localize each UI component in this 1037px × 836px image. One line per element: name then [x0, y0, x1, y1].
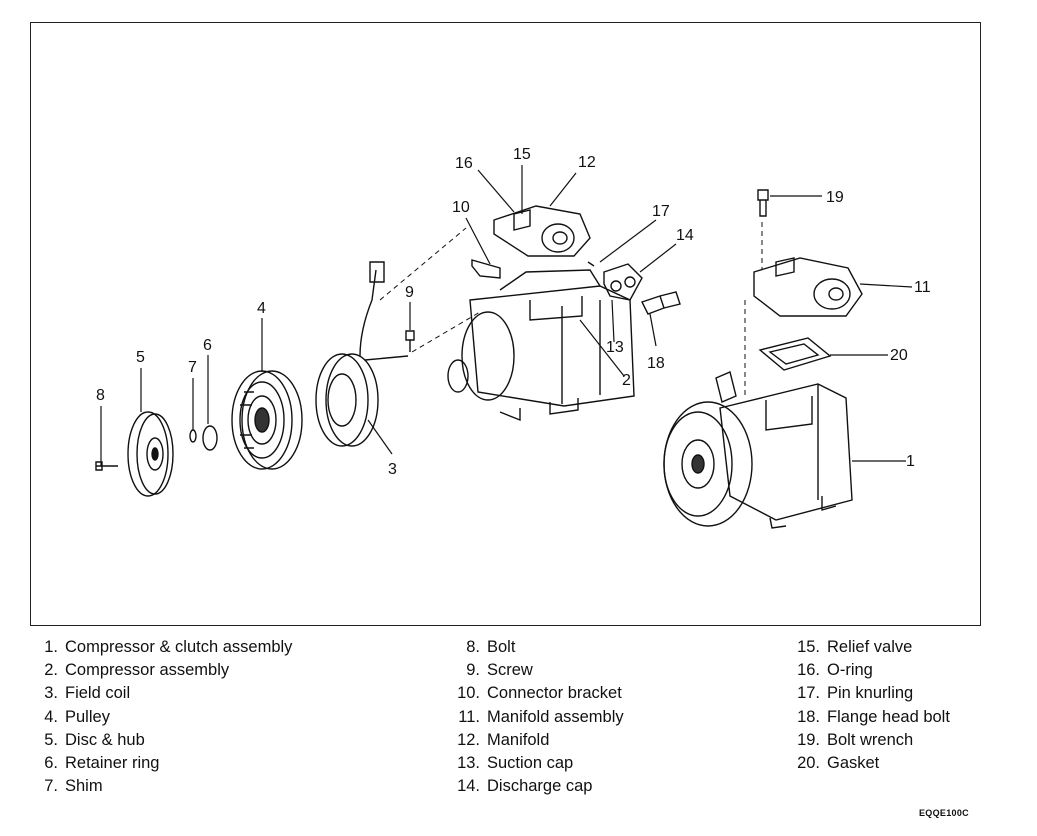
- callout-7: 7: [188, 359, 197, 376]
- legend-item: 8.Bolt: [466, 638, 516, 656]
- callout-13: 13: [606, 339, 624, 356]
- pulley-part-4: [231, 370, 303, 470]
- connector-bracket-part-10: [471, 259, 501, 279]
- callout-3: 3: [388, 461, 397, 478]
- callout-16: 16: [455, 155, 473, 172]
- figure-code: EQQE100C: [919, 808, 969, 818]
- callout-12: 12: [578, 154, 596, 171]
- shim-part-7: [189, 429, 197, 443]
- callout-5: 5: [136, 349, 145, 366]
- callout-20: 20: [890, 347, 908, 364]
- legend-item: 15.Relief valve: [797, 638, 913, 656]
- callout-17: 17: [652, 203, 670, 220]
- legend-column-3: 15.Relief valve 16.O-ring 17.Pin knurlin…: [796, 636, 950, 775]
- legend-column-2: 8.Bolt 9.Screw 10.Connector bracket 11.M…: [456, 636, 624, 798]
- field-coil-part-3: [315, 261, 409, 447]
- bolt-part-8: [95, 461, 118, 471]
- compressor-assembly-part-2: [447, 269, 635, 422]
- legend-item: 9.Screw: [466, 661, 533, 680]
- diagram-frame: [30, 22, 981, 626]
- legend-item: 16.O-ring: [797, 661, 873, 680]
- gasket-part-20: [758, 337, 832, 371]
- callout-4: 4: [257, 300, 266, 317]
- callout-14: 14: [676, 227, 694, 244]
- callout-18: 18: [647, 355, 665, 372]
- callout-9: 9: [405, 284, 414, 301]
- legend-item: 3.Field coil: [44, 684, 131, 703]
- legend-item: 10.Connector bracket: [457, 684, 622, 703]
- legend-item: 14.Discharge cap: [457, 777, 593, 796]
- legend-item: 6.Retainer ring: [44, 754, 160, 773]
- callout-8: 8: [96, 387, 105, 404]
- legend-item: 13.Suction cap: [457, 754, 574, 773]
- retainer-ring-part-6: [202, 425, 218, 451]
- screw-part-9: [405, 330, 415, 352]
- pin-knurling-part-17: [587, 261, 595, 267]
- legend-item: 19.Bolt wrench: [797, 730, 914, 749]
- legend-item: 1.Compressor & clutch assembly: [44, 638, 293, 656]
- disc-and-hub-part-5: [127, 411, 174, 497]
- legend-item: 2.Compressor assembly: [44, 661, 230, 680]
- callout-1: 1: [906, 453, 915, 470]
- legend-item: 20.Gasket: [797, 754, 880, 773]
- callout-11: 11: [914, 279, 931, 296]
- callout-6: 6: [203, 337, 212, 354]
- legend-item: 12.Manifold: [457, 730, 550, 749]
- compressor-clutch-assembly-part-1: [663, 371, 853, 529]
- legend-item: 11.Manifold assembly: [458, 707, 624, 726]
- compressor-exploded-diagram: 1 2 3 4 5 6 7 8 9 10 11 12 13 14 15 16 1…: [95, 146, 931, 529]
- legend-column-1: 1.Compressor & clutch assembly 2.Compres…: [34, 636, 292, 798]
- legend-item: 5.Disc & hub: [44, 730, 145, 749]
- manifold-part-12: [493, 205, 591, 257]
- callout-10: 10: [452, 199, 470, 216]
- legend-item: 17.Pin knurling: [797, 684, 914, 703]
- callout-19: 19: [826, 189, 844, 206]
- bolt-wrench-part-19: [757, 189, 769, 217]
- discharge-cap-part-14: [603, 263, 643, 301]
- manifold-assembly-part-11: [753, 257, 863, 317]
- flange-head-bolt-part-18: [641, 291, 681, 315]
- callout-15: 15: [513, 146, 531, 163]
- callout-2: 2: [622, 372, 631, 389]
- legend-item: 18.Flange head bolt: [797, 707, 950, 726]
- legend-item: 4.Pulley: [44, 707, 110, 726]
- legend-item: 7.Shim: [44, 777, 103, 796]
